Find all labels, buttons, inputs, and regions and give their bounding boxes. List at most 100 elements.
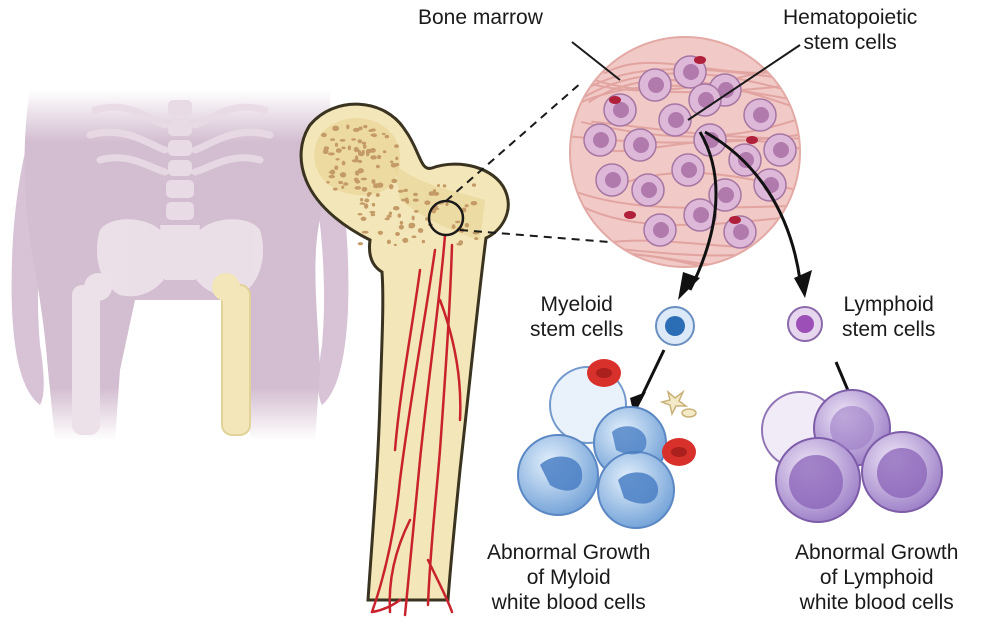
marrow-dot [372, 203, 375, 207]
marrow-dot [385, 135, 389, 139]
hematopoietic-stem-cells-label: Hematopoietic stem cells [783, 5, 917, 55]
marrow-cell-nucleus [738, 152, 754, 168]
marrow-cell-nucleus [681, 162, 697, 178]
marrow-dot [330, 138, 335, 141]
marrow-red-cell [746, 136, 758, 144]
myeloid-cell-cluster [518, 367, 674, 528]
marrow-dot [324, 146, 329, 151]
lymphoid-abnormal-growth-label: Abnormal Growth of Lymphoid white blood … [795, 540, 958, 615]
marrow-dot [371, 213, 376, 216]
marrow-dot [400, 221, 403, 225]
marrow-dot [338, 181, 343, 184]
marrow-cell-nucleus [718, 187, 734, 203]
marrow-dot [412, 236, 417, 239]
marrow-cell-nucleus [683, 64, 699, 80]
marrow-dot [385, 218, 390, 221]
platelets [662, 392, 696, 417]
marrow-red-cell [609, 96, 621, 104]
marrow-dot [394, 244, 397, 246]
marrow-dot [340, 139, 346, 142]
marrow-dot [363, 125, 367, 128]
marrow-dot [363, 144, 367, 149]
marrow-dot [355, 180, 360, 184]
marrow-cell-nucleus [605, 172, 621, 188]
marrow-dot [474, 237, 478, 240]
marrow-cell-nucleus [648, 77, 664, 93]
marrow-dot [354, 160, 361, 163]
marrow-dot [398, 190, 404, 193]
marrow-dot [366, 151, 369, 156]
marrow-dot [362, 187, 368, 192]
marrow-cell-nucleus [668, 112, 684, 128]
marrow-dot [336, 148, 342, 153]
marrow-dot [362, 231, 369, 234]
marrow-dot [414, 210, 419, 213]
marrow-dot [373, 183, 379, 188]
marrow-dot [465, 223, 469, 228]
marrow-magnified-view [565, 37, 844, 284]
marrow-dot [358, 213, 363, 215]
marrow-cell-nucleus [593, 132, 609, 148]
marrow-dot [377, 155, 381, 159]
marrow-dot [369, 211, 375, 214]
marrow-dot [329, 175, 336, 178]
marrow-dot [358, 168, 364, 173]
marrow-dot [378, 231, 383, 235]
marrow-dot [360, 198, 363, 201]
marrow-dot [389, 212, 392, 216]
marrow-dot [395, 163, 399, 166]
marrow-dot [340, 172, 346, 177]
marrow-dot [399, 225, 404, 230]
marrow-dot [455, 221, 460, 224]
marrow-cell-nucleus [698, 92, 714, 108]
marrow-dot [409, 226, 415, 229]
marrow-dot [412, 216, 415, 221]
marrow-dot [354, 147, 359, 152]
marrow-dot [389, 184, 394, 189]
marrow-dot [394, 144, 399, 148]
marrow-dot [395, 232, 400, 236]
marrow-dot [372, 179, 376, 184]
marrow-cell-nucleus [633, 137, 649, 153]
marrow-dot [342, 161, 346, 166]
marrow-dot [472, 183, 476, 186]
marrow-dot [387, 240, 391, 245]
marrow-dot [371, 134, 377, 137]
marrow-dot [336, 158, 340, 160]
marrow-dot [465, 204, 469, 207]
marrow-dot [367, 193, 370, 197]
marrow-cell-nucleus [753, 107, 769, 123]
marrow-dot [328, 152, 335, 155]
marrow-dot [422, 240, 425, 243]
marrow-dot [433, 192, 440, 196]
marrow-dot [346, 125, 349, 130]
marrow-dot [387, 215, 392, 218]
marrow-cell-nucleus [773, 142, 789, 158]
marrow-red-cell [694, 56, 706, 64]
marrow-dot [326, 181, 329, 184]
marrow-dot [382, 133, 386, 135]
marrow-dot [471, 201, 478, 205]
myeloid-stem-cells-label: Myeloid stem cells [530, 292, 623, 342]
marrow-dot [330, 170, 335, 175]
marrow-cell-nucleus [641, 182, 657, 198]
marrow-dot [445, 202, 448, 206]
marrow-dot [376, 193, 380, 197]
marrow-dot [341, 147, 345, 150]
marrow-dot [334, 165, 338, 170]
marrow-dot [358, 152, 365, 157]
marrow-dot [383, 150, 386, 153]
marrow-dot [361, 217, 367, 221]
marrow-dot [370, 155, 377, 159]
marrow-dot [321, 133, 327, 137]
marrow-dot [413, 199, 419, 202]
marrow-dot [361, 178, 367, 181]
marrow-dot [370, 148, 376, 153]
marrow-dot [333, 188, 338, 191]
marrow-dot [395, 157, 398, 161]
marrow-cell-nucleus [613, 102, 629, 118]
marrow-dot [334, 126, 337, 128]
marrow-dot [418, 228, 423, 233]
marrow-dot [401, 199, 405, 202]
marrow-dot [351, 138, 356, 140]
